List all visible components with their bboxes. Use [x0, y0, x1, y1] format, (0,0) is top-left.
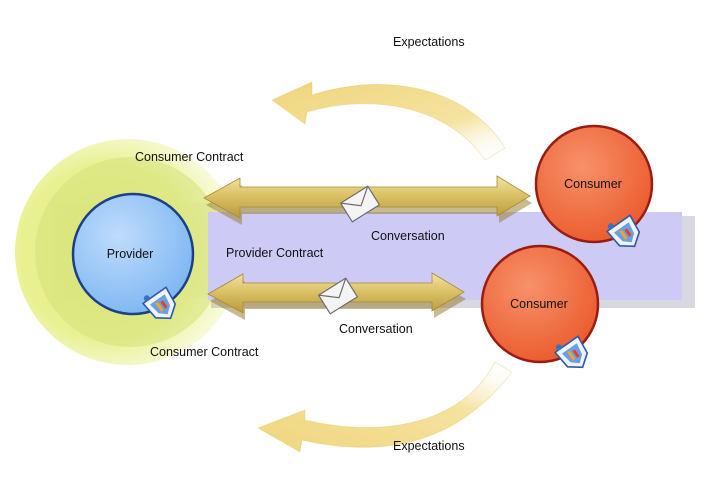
- provider-contract-label: Provider Contract: [226, 246, 324, 260]
- expectations-arrow-bottom: [256, 361, 513, 453]
- provider-node: Provider: [71, 192, 195, 316]
- consumer-label: Consumer: [510, 297, 568, 311]
- consumer-contract-label-top: Consumer Contract: [135, 150, 244, 164]
- shield-badge-icon: [553, 335, 589, 369]
- consumer-node-top: Consumer: [534, 124, 654, 244]
- shield-badge-icon: [605, 214, 641, 248]
- message-icon: [339, 185, 381, 223]
- conversation-label-bottom: Conversation: [339, 322, 413, 336]
- provider-label: Provider: [107, 247, 154, 261]
- consumer-label: Consumer: [564, 177, 622, 191]
- expectations-label-bottom: Expectations: [393, 439, 465, 453]
- message-icon: [317, 277, 359, 315]
- conversation-label-top: Conversation: [371, 229, 445, 243]
- shield-badge-icon: [141, 286, 177, 320]
- expectations-arrow-top: [271, 81, 506, 161]
- consumer-contract-label-bottom: Consumer Contract: [150, 345, 259, 359]
- consumer-node-bottom: Consumer: [480, 244, 600, 364]
- expectations-label-top: Expectations: [393, 35, 465, 49]
